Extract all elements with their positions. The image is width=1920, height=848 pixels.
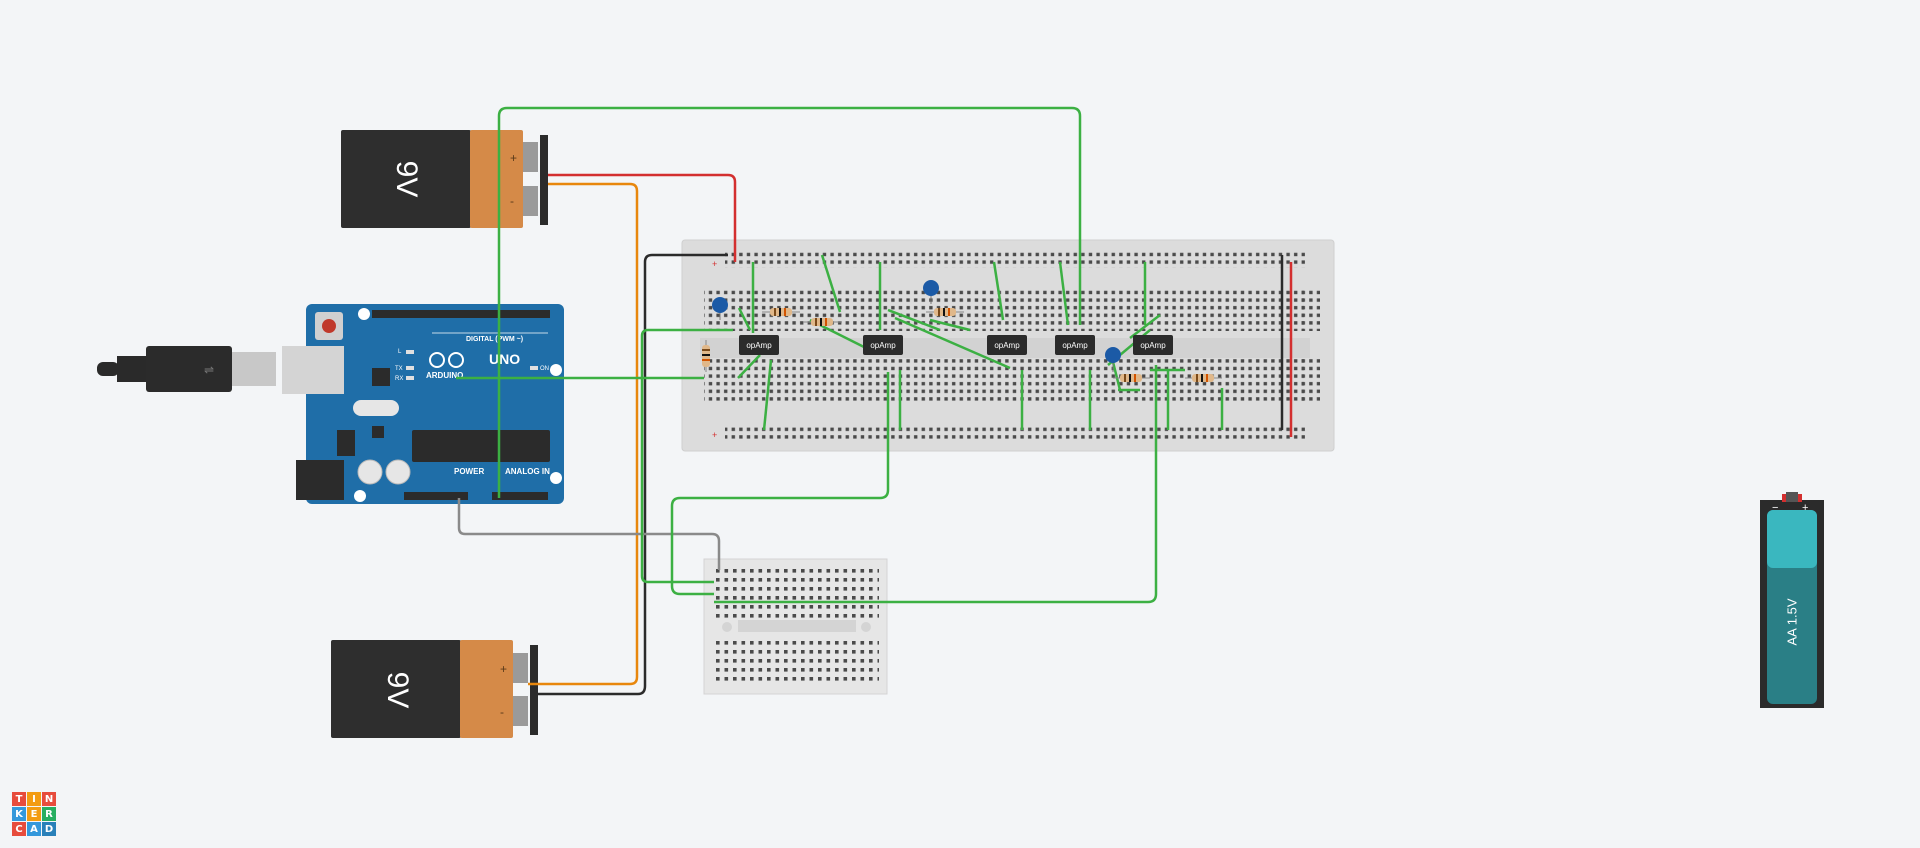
on-led-label: ON: [540, 366, 549, 372]
tx-led-label: TX: [395, 366, 403, 372]
resistors[interactable]: [702, 308, 1222, 382]
battery-bottom-minus: -: [500, 705, 504, 719]
rail-plus-label-bottom: +: [712, 430, 717, 440]
opamp-1-label: opAmp: [746, 341, 772, 350]
wire-red-battery-top[interactable]: [548, 173, 737, 262]
battery-bottom-label: 9V: [381, 672, 414, 709]
atmega-chip: [412, 430, 550, 462]
opamp-2[interactable]: opAmp: [863, 335, 903, 355]
upper-terminal-strip[interactable]: [704, 287, 1304, 331]
battery-aa[interactable]: − + AA 1.5V: [1760, 492, 1824, 708]
logo-letter: R: [42, 807, 56, 821]
wire-green-top[interactable]: [497, 106, 1082, 325]
battery-bottom-plus: +: [500, 662, 507, 676]
wire-green-loop[interactable]: [670, 372, 890, 596]
analog-in-label: ANALOG IN: [505, 467, 550, 476]
analog-header[interactable]: [492, 492, 548, 500]
capacitor-3[interactable]: [1105, 347, 1121, 372]
rail-plus-label: +: [712, 259, 717, 269]
reset-button[interactable]: [322, 319, 336, 333]
aa-plus-label: +: [1802, 502, 1808, 514]
usb-cable[interactable]: ⇌: [97, 346, 276, 392]
opamp-3-label: opAmp: [994, 341, 1020, 350]
wire-green-left[interactable]: [640, 328, 733, 584]
logo-letter: I: [27, 792, 41, 806]
usb-icon: ⇌: [204, 363, 214, 377]
mini-breadboard[interactable]: [703, 558, 888, 695]
battery-9v-bottom[interactable]: 9V + -: [331, 640, 538, 738]
power-header[interactable]: [404, 492, 468, 500]
logo-letter: C: [12, 822, 26, 836]
resistor-5[interactable]: [1113, 374, 1150, 382]
top-power-rail[interactable]: [725, 252, 1305, 268]
capacitors[interactable]: [712, 280, 1121, 372]
wire-orange[interactable]: [528, 182, 639, 686]
wires[interactable]: [456, 106, 1224, 696]
resistor-2[interactable]: [803, 318, 842, 326]
main-breadboard[interactable]: + +: [681, 239, 1335, 452]
arduino-uno[interactable]: DIGITAL (PWM ~) UNO ARDUINO POWER ANALOG…: [282, 304, 564, 504]
digital-pwm-label: DIGITAL (PWM ~): [466, 336, 523, 343]
capacitor-1[interactable]: [712, 297, 728, 320]
capacitor-2[interactable]: [923, 280, 939, 304]
logo-letter: A: [27, 822, 41, 836]
resistor-4[interactable]: [702, 340, 710, 372]
wire-gray[interactable]: [457, 498, 721, 570]
wire-black[interactable]: [538, 253, 728, 696]
logo-letter: D: [42, 822, 56, 836]
opamp-2-label: opAmp: [870, 341, 896, 350]
wire-green-bottom[interactable]: [714, 365, 1158, 604]
opamp-5[interactable]: opAmp: [1133, 335, 1173, 355]
aa-minus-label: −: [1772, 502, 1778, 514]
arduino-brand-label: ARDUINO: [426, 371, 463, 380]
rx-led-label: RX: [395, 376, 403, 382]
resistor-1[interactable]: [762, 308, 800, 316]
battery-top-label: 9V: [390, 161, 423, 198]
opamp-4[interactable]: opAmp: [1055, 335, 1095, 355]
l-led-label: L: [398, 349, 402, 355]
aa-battery-label: AA 1.5V: [1784, 598, 1799, 645]
resistor-6[interactable]: [1185, 374, 1222, 382]
battery-top-plus: +: [510, 151, 517, 165]
resistor-3[interactable]: [926, 308, 964, 316]
logo-letter: T: [12, 792, 26, 806]
opamp-chips[interactable]: opAmp opAmp opAmp opAmp opAmp: [739, 335, 1173, 355]
logo-letter: K: [12, 807, 26, 821]
power-label: POWER: [454, 467, 484, 476]
logo-letter: E: [27, 807, 41, 821]
opamp-4-label: opAmp: [1062, 341, 1088, 350]
opamp-3[interactable]: opAmp: [987, 335, 1027, 355]
uno-label: UNO: [489, 351, 520, 367]
battery-9v-top[interactable]: 9V + -: [341, 130, 548, 228]
bottom-power-rail[interactable]: [725, 424, 1305, 440]
opamp-5-label: opAmp: [1140, 341, 1166, 350]
battery-top-minus: -: [510, 194, 514, 208]
opamp-1[interactable]: opAmp: [739, 335, 779, 355]
logo-letter: N: [42, 792, 56, 806]
digital-header[interactable]: [372, 310, 550, 318]
